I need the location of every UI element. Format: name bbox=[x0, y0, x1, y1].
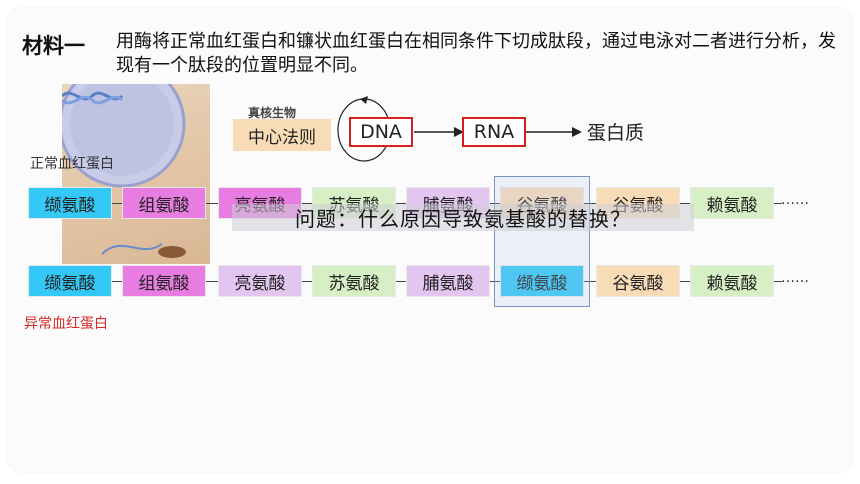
material-label: 材料一 bbox=[22, 34, 85, 58]
abnormal-chain-ellipsis: …… bbox=[781, 270, 809, 286]
normal-chain-ellipsis: …… bbox=[781, 192, 809, 208]
dna-box: DNA bbox=[349, 117, 413, 147]
replication-arrowhead bbox=[360, 96, 368, 104]
peptide-bond bbox=[680, 281, 690, 282]
amino-acid-8: 赖氨酸 bbox=[690, 265, 774, 297]
peptide-bond-tail bbox=[774, 203, 782, 204]
peptide-bond bbox=[112, 281, 122, 282]
peptide-bond bbox=[396, 281, 406, 282]
cell-drawing bbox=[62, 84, 186, 258]
peptide-bond bbox=[206, 281, 218, 282]
peptide-bond bbox=[490, 203, 500, 204]
amino-acid-1: 缬氨酸 bbox=[28, 187, 112, 219]
peptide-bond bbox=[112, 203, 122, 204]
amino-acid-4: 苏氨酸 bbox=[312, 265, 396, 297]
peptide-bond-tail bbox=[774, 281, 782, 282]
amino-acid-2: 组氨酸 bbox=[122, 265, 206, 297]
amino-acid-1: 缬氨酸 bbox=[28, 265, 112, 297]
peptide-bond bbox=[680, 203, 690, 204]
question-banner: 问题：什么原因导致氨基酸的替换？ bbox=[232, 204, 694, 231]
dogma-subtitle: 真核生物 bbox=[248, 106, 297, 120]
dogma-arrows bbox=[337, 96, 582, 162]
amino-acid-8: 赖氨酸 bbox=[690, 187, 774, 219]
normal-hemoglobin-label: 正常血红蛋白 bbox=[30, 156, 114, 172]
peptide-bond bbox=[584, 281, 596, 282]
peptide-bond bbox=[490, 281, 500, 282]
amino-acid-7: 谷氨酸 bbox=[596, 265, 680, 297]
substitution-highlight bbox=[494, 176, 590, 307]
protein-label: 蛋白质 bbox=[587, 122, 645, 144]
transcription-arrowhead bbox=[454, 127, 464, 137]
peptide-bond bbox=[206, 203, 218, 204]
central-dogma-box: 中心法则 bbox=[233, 119, 331, 151]
amino-acid-2: 组氨酸 bbox=[122, 187, 206, 219]
abnormal-hemoglobin-label: 异常血红蛋白 bbox=[24, 316, 108, 332]
peptide-bond bbox=[584, 203, 596, 204]
material-text: 用酶将正常血红蛋白和镰状血红蛋白在相同条件下切成肽段，通过电泳对二者进行分析，发… bbox=[116, 31, 836, 76]
amino-acid-3: 亮氨酸 bbox=[218, 265, 302, 297]
cell-illustration bbox=[62, 84, 210, 264]
peptide-bond bbox=[302, 203, 312, 204]
peptide-bond bbox=[396, 203, 406, 204]
peptide-bond bbox=[302, 281, 312, 282]
amino-acid-6: 缬氨酸 bbox=[500, 265, 584, 297]
amino-acid-5: 脯氨酸 bbox=[406, 265, 490, 297]
translation-arrowhead bbox=[572, 127, 582, 137]
rna-box: RNA bbox=[462, 117, 526, 147]
